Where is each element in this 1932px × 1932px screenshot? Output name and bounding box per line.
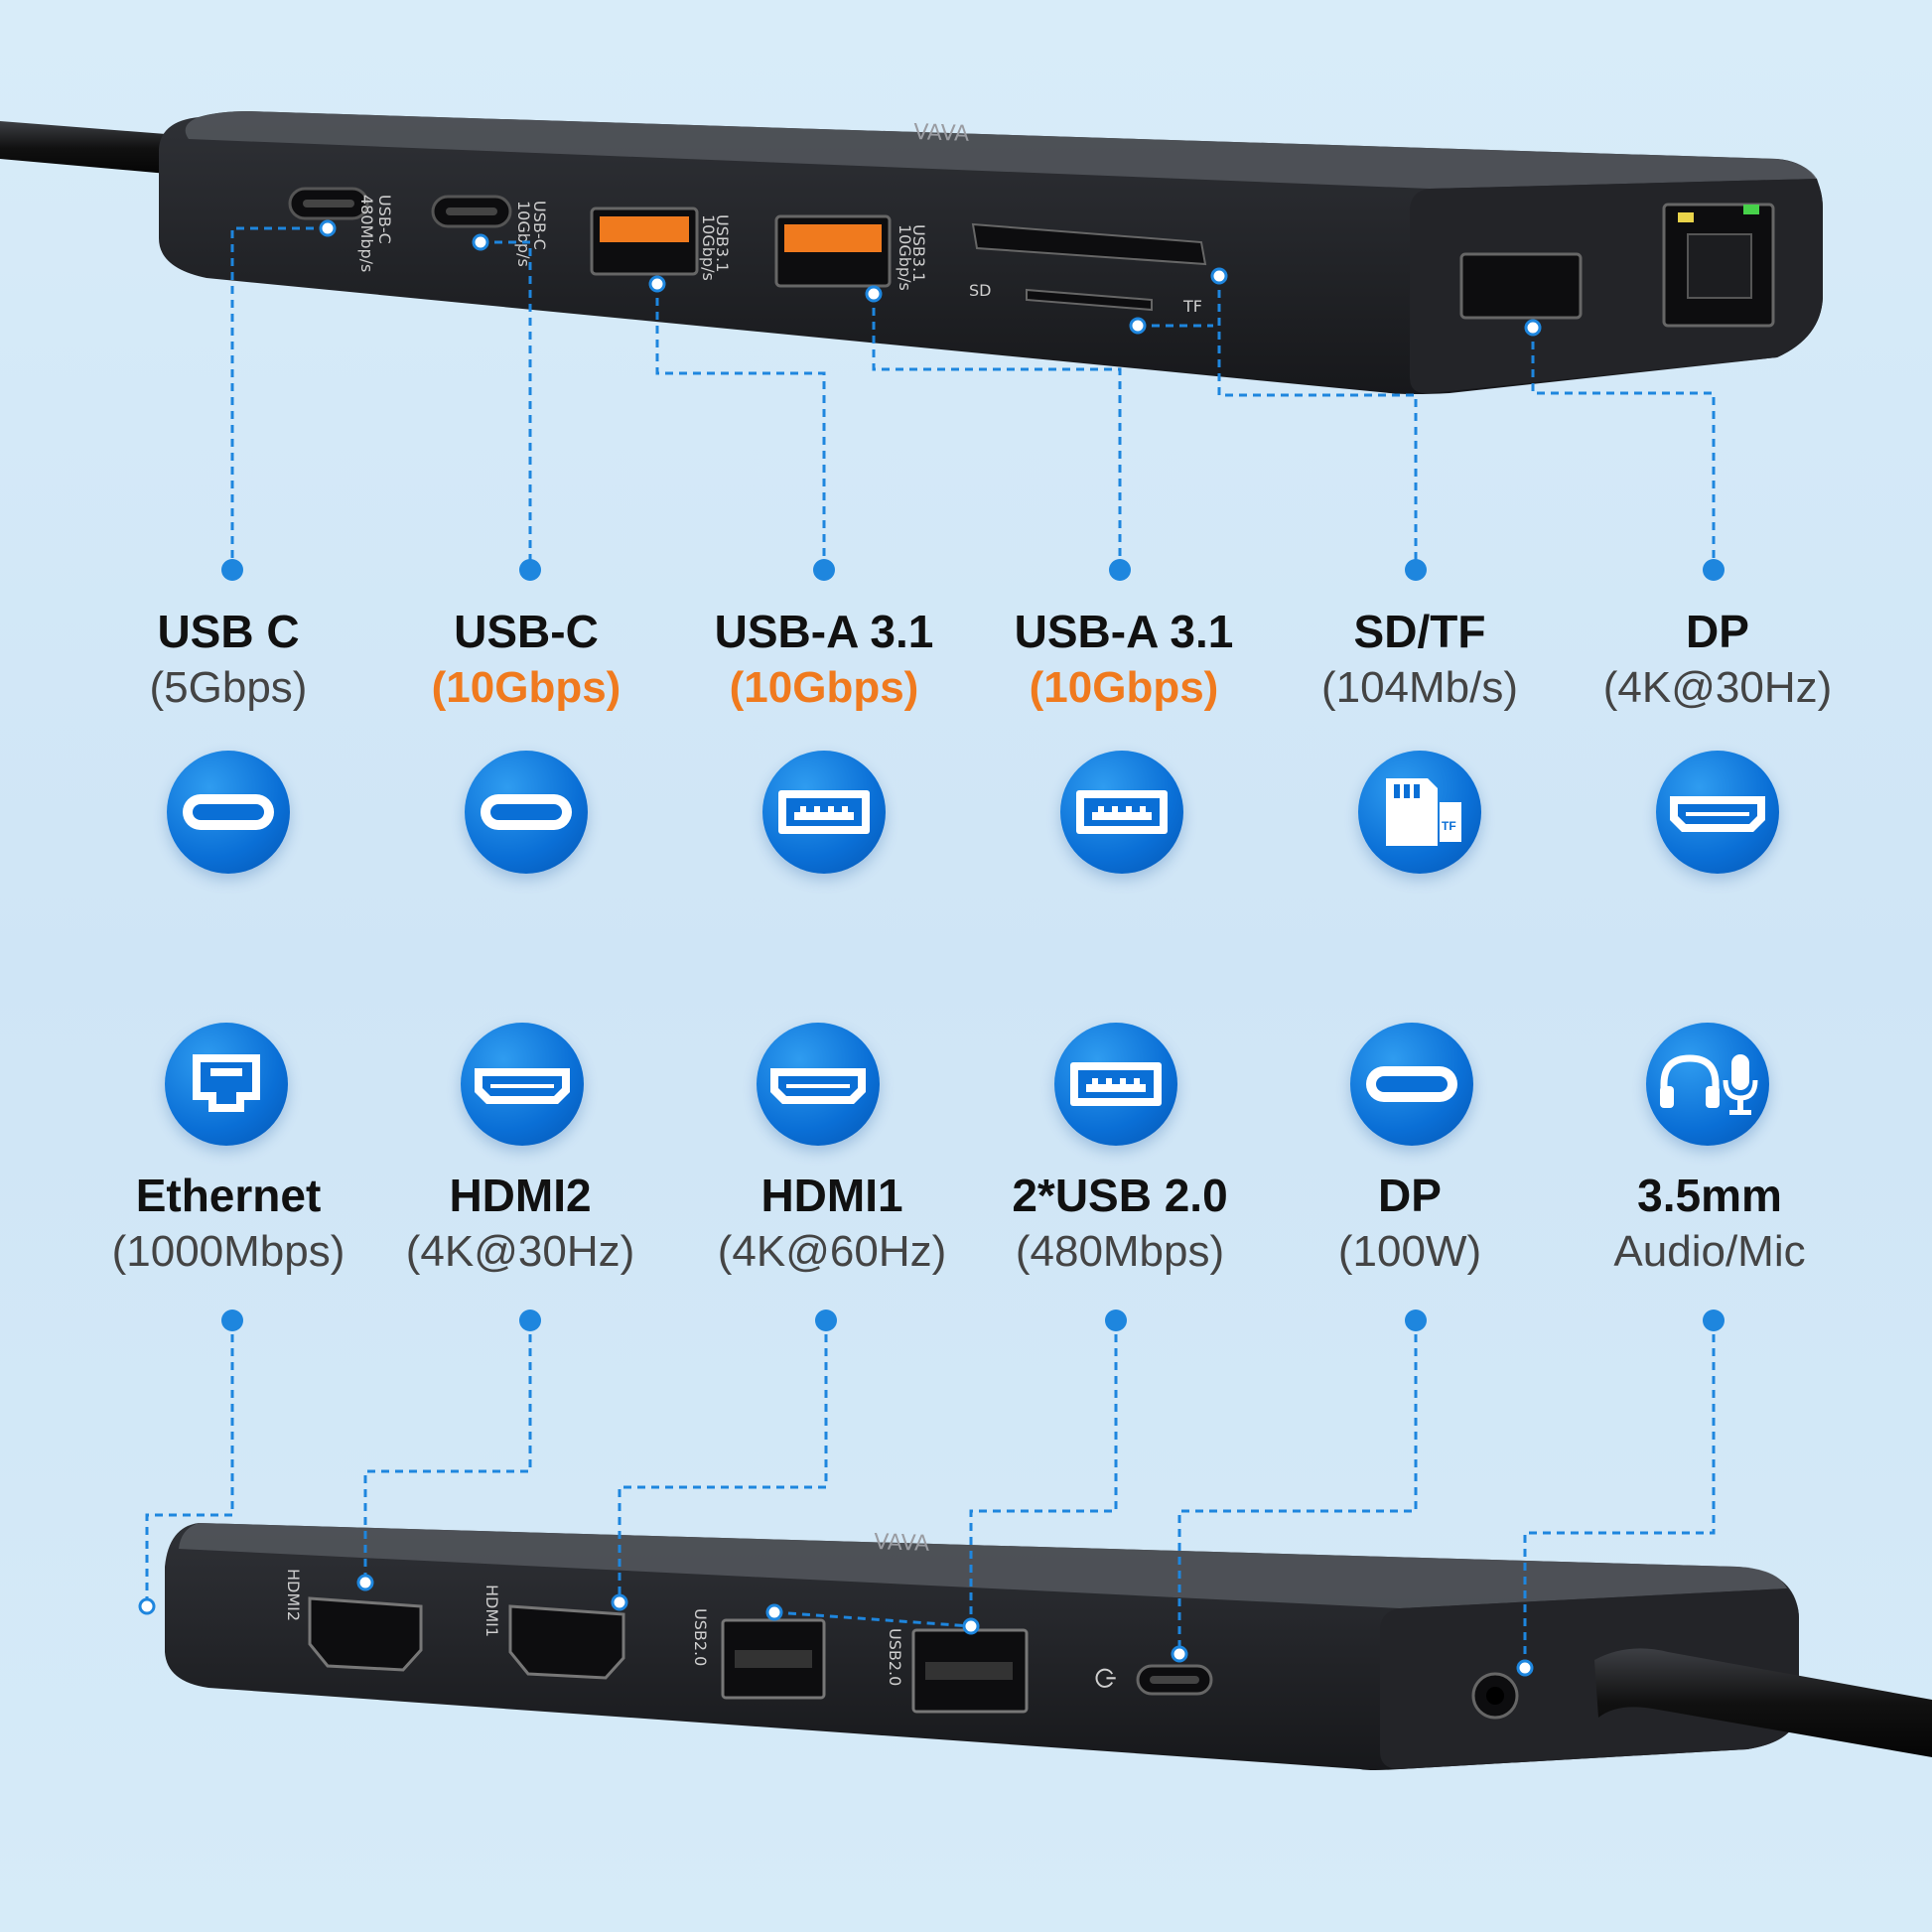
feature-dp-4k30: DP (4K@30Hz) (1569, 604, 1866, 717)
feature-dp-100w: DP (100W) (1261, 1168, 1559, 1281)
bottom-cable (1594, 1648, 1932, 1757)
displayport-icon (1656, 751, 1779, 874)
bottom-callout-lines (145, 1320, 1716, 1668)
feature-spec: (10Gbps) (431, 663, 621, 712)
top-usba1-speed: 10Gbp/s (699, 214, 718, 281)
top-usbc1-label: USB-C (375, 195, 394, 244)
feature-spec: (480Mbps) (1015, 1227, 1225, 1276)
top-usbc2-speed: 10Gbp/s (514, 201, 533, 267)
top-device-top-surface (185, 111, 1818, 189)
bottom-device-right-face (1380, 1588, 1799, 1769)
sd-label: SD (969, 281, 991, 300)
feature-name: DP (1378, 1170, 1442, 1221)
usb-a-icon (762, 751, 886, 874)
top-usbc2-label: USB-C (530, 201, 549, 250)
feature-hdmi2: HDMI2 (4K@30Hz) (371, 1168, 669, 1281)
usb-a-icon (1054, 1023, 1177, 1146)
top-callout-lines (230, 226, 1716, 570)
feature-name: USB-C (454, 606, 599, 657)
bottom-callout-dots (221, 1310, 1725, 1331)
bottom-port-anchors (138, 1574, 1534, 1677)
bottom-device-top-surface (179, 1523, 1787, 1608)
top-usba1-label: USB3.1 (713, 214, 732, 272)
feature-name: SD/TF (1353, 606, 1486, 657)
top-device: VAVA USB-C 480Mbp/s USB-C 10Gbp/s USB3.1… (0, 111, 1823, 394)
feature-spec: (10Gbps) (729, 663, 919, 712)
feature-usb-a-3-1-second: USB-A 3.1 (10Gbps) (975, 604, 1273, 717)
bottom-hdmi2-port (308, 1596, 423, 1672)
brand-logo-top: VAVA (913, 120, 970, 147)
power-symbol-icon: ⏻ (1089, 1668, 1119, 1689)
feature-spec: (4K@60Hz) (717, 1227, 947, 1276)
feature-sd-tf: SD/TF (104Mb/s) (1271, 604, 1569, 717)
sd-slot (971, 222, 1207, 266)
ethernet-icon (165, 1023, 288, 1146)
top-callout-dots (221, 559, 1725, 581)
feature-spec: (4K@30Hz) (1602, 663, 1833, 712)
svg-text:TF: TF (1442, 819, 1456, 833)
usb-c-icon (465, 751, 588, 874)
top-usbc1-speed: 480Mbp/s (357, 195, 376, 272)
top-usba2-label: USB3.1 (909, 224, 928, 282)
feature-spec: (5Gbps) (149, 663, 308, 712)
feature-name: USB-A 3.1 (1014, 606, 1234, 657)
top-port-anchors (319, 219, 1542, 337)
bottom-device: VAVA HDMI2 HDMI1 USB2.0 USB2.0 ⏻ (165, 1523, 1932, 1770)
feature-name: USB C (157, 606, 300, 657)
bottom-usb20-label-a: USB2.0 (691, 1608, 710, 1666)
bottom-hdmi1-port (508, 1604, 625, 1680)
feature-name: HDMI1 (760, 1170, 903, 1221)
feature-spec: (4K@30Hz) (405, 1227, 635, 1276)
top-cable (0, 121, 179, 175)
sd-tf-card-icon: TF (1358, 751, 1481, 874)
top-usba2-speed: 10Gbp/s (896, 224, 914, 291)
feature-name: 2*USB 2.0 (1012, 1170, 1228, 1221)
feature-name: 3.5mm (1637, 1170, 1782, 1221)
feature-name: Ethernet (135, 1170, 322, 1221)
hdmi-icon (461, 1023, 584, 1146)
headphone-mic-icon (1646, 1023, 1769, 1146)
bottom-hdmi1-label: HDMI1 (483, 1585, 501, 1637)
bottom-hdmi2-label: HDMI2 (284, 1569, 303, 1621)
usb-c-icon (1350, 1023, 1473, 1146)
brand-logo-bottom: VAVA (874, 1530, 930, 1557)
feature-audio-mic: 3.5mm Audio/Mic (1561, 1168, 1859, 1281)
feature-spec: (10Gbps) (1029, 663, 1219, 712)
feature-spec: (1000Mbps) (111, 1227, 345, 1276)
feature-usb-2-0: 2*USB 2.0 (480Mbps) (971, 1168, 1269, 1281)
usb-c-icon (167, 751, 290, 874)
tf-slot (1026, 288, 1153, 312)
feature-ethernet: Ethernet (1000Mbps) (79, 1168, 377, 1281)
top-dp-port (1459, 252, 1583, 320)
feature-hdmi1: HDMI1 (4K@60Hz) (683, 1168, 981, 1281)
feature-name: HDMI2 (449, 1170, 592, 1221)
feature-name: DP (1686, 606, 1749, 657)
feature-usb-a-3-1-first: USB-A 3.1 (10Gbps) (675, 604, 973, 717)
feature-spec: (100W) (1337, 1227, 1482, 1276)
tf-label: TF (1182, 297, 1202, 316)
feature-spec: (104Mb/s) (1320, 663, 1519, 712)
feature-usb-c-10gbps: USB-C (10Gbps) (377, 604, 675, 717)
feature-usb-c-5gbps: USB C (5Gbps) (79, 604, 377, 717)
feature-spec: Audio/Mic (1613, 1227, 1806, 1276)
hdmi-icon (757, 1023, 880, 1146)
bottom-usb20-label-b: USB2.0 (886, 1628, 904, 1686)
usb-a-icon (1060, 751, 1183, 874)
feature-name: USB-A 3.1 (714, 606, 934, 657)
